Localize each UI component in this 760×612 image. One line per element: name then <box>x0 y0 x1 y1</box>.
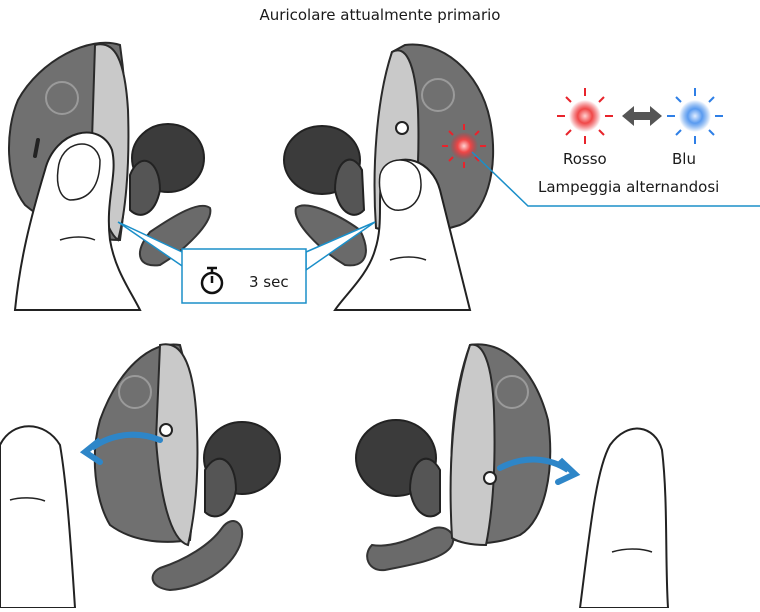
red-led-icon <box>569 100 601 132</box>
touch-sensor <box>484 472 496 484</box>
blue-led-label: Blu <box>672 150 696 168</box>
finger <box>580 429 668 608</box>
blink-caption: Lampeggia alternandosi <box>538 178 719 196</box>
blue-led-icon <box>679 100 711 132</box>
led-legend <box>557 88 723 144</box>
red-led-label: Rosso <box>563 150 607 168</box>
earbud-bottom-left <box>0 344 280 608</box>
earbud-bottom-right <box>356 344 668 608</box>
earbud-top-left <box>9 43 210 310</box>
diagram-title: Auricolare attualmente primario <box>0 6 760 24</box>
timer-label: 3 sec <box>249 273 289 291</box>
led-indicator <box>450 132 478 160</box>
finger <box>0 426 75 608</box>
touch-sensor <box>160 424 172 436</box>
touch-sensor <box>396 122 408 134</box>
alternate-arrow-icon <box>622 106 662 126</box>
earbud-top-right <box>284 44 493 310</box>
